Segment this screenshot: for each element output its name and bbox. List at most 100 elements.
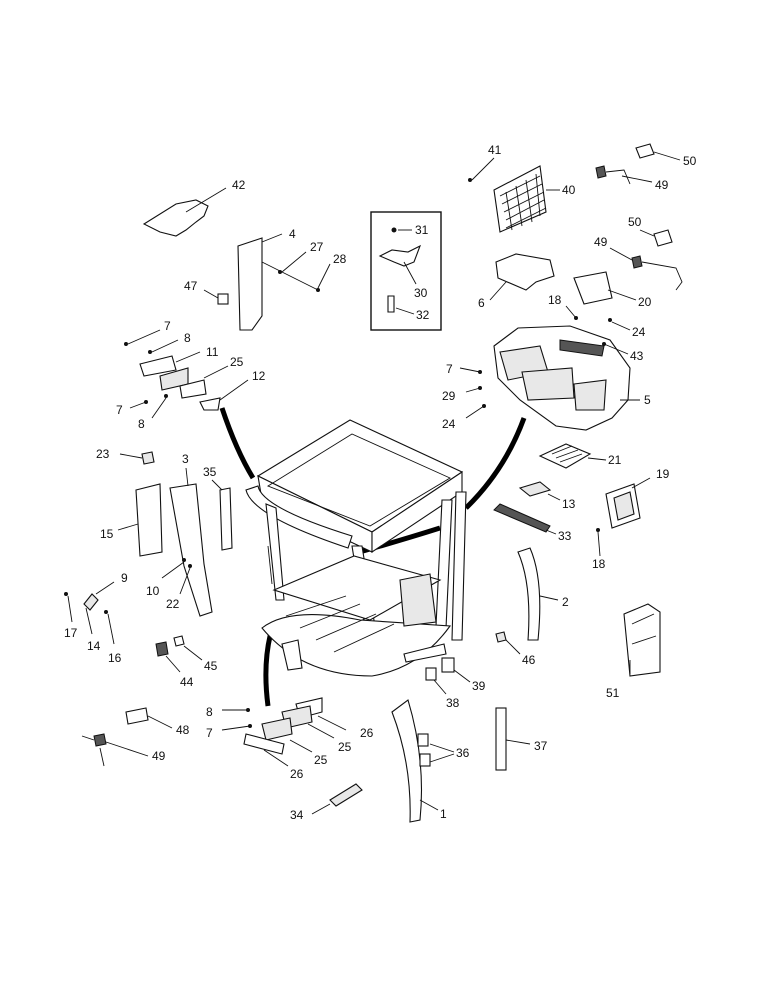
part-21-mat xyxy=(538,443,607,469)
callout-41: 41 xyxy=(488,143,502,157)
callout-4: 4 xyxy=(289,227,296,241)
part-23-clip xyxy=(119,451,155,465)
callout-13: 13 xyxy=(562,497,576,511)
callout-28: 28 xyxy=(333,252,347,266)
callout-20: 20 xyxy=(638,295,652,309)
callout-7-console: 7 xyxy=(446,362,453,376)
callout-23: 23 xyxy=(96,447,110,461)
callout-32: 32 xyxy=(416,308,430,322)
part-49-lower-lamp xyxy=(81,733,149,767)
callout-16: 16 xyxy=(108,651,122,665)
part-36-labels xyxy=(417,733,455,767)
callout-8-lower: 8 xyxy=(206,705,213,719)
part-2-right-trim xyxy=(517,547,559,641)
callout-14: 14 xyxy=(87,639,101,653)
callout-40: 40 xyxy=(562,183,576,197)
callout-25-upper: 25 xyxy=(230,355,244,369)
part-48-lamp xyxy=(125,707,173,729)
detail-box-bracket xyxy=(370,211,442,331)
part-37-strip xyxy=(495,707,531,771)
callout-38: 38 xyxy=(446,696,460,710)
part-20-tray xyxy=(573,271,637,305)
part-39-label xyxy=(441,657,471,683)
callout-46: 46 xyxy=(522,653,536,667)
part-33-seal-strip xyxy=(493,503,557,535)
part-6-cover xyxy=(489,253,555,301)
callout-8-left: 8 xyxy=(138,417,145,431)
callout-26-lower: 26 xyxy=(290,767,304,781)
part-44-connector xyxy=(155,641,181,673)
callout-18-upper: 18 xyxy=(548,293,562,307)
callout-7-lower: 7 xyxy=(206,726,213,740)
part-5-console xyxy=(459,305,640,431)
part-46-clip xyxy=(495,631,521,655)
callout-7-upper: 7 xyxy=(164,319,171,333)
part-40-grille xyxy=(468,157,560,233)
callout-39: 39 xyxy=(472,679,486,693)
callout-15: 15 xyxy=(100,527,114,541)
callout-48: 48 xyxy=(176,723,190,737)
part-34-plate xyxy=(311,783,363,815)
part-51-plate xyxy=(623,603,661,677)
callout-11: 11 xyxy=(206,345,219,359)
callout-2: 2 xyxy=(562,595,569,609)
callout-30: 30 xyxy=(414,286,428,300)
part-4-pillar-trim xyxy=(237,233,331,331)
callout-33: 33 xyxy=(558,529,572,543)
part-9-latch xyxy=(64,581,115,645)
callout-37: 37 xyxy=(534,739,548,753)
callout-51: 51 xyxy=(606,686,620,700)
callout-5: 5 xyxy=(644,393,651,407)
callout-49-top: 49 xyxy=(655,178,669,192)
callout-21: 21 xyxy=(608,453,622,467)
part-42-cover-panel xyxy=(142,187,227,237)
callout-22: 22 xyxy=(166,597,180,611)
callout-36: 36 xyxy=(456,746,470,760)
callout-35: 35 xyxy=(203,465,217,479)
callout-1: 1 xyxy=(440,807,447,821)
callout-47: 47 xyxy=(184,279,198,293)
callout-43: 43 xyxy=(630,349,644,363)
callout-24-right: 24 xyxy=(632,325,646,339)
part-19-bracket xyxy=(596,477,651,557)
callout-49-mid: 49 xyxy=(594,235,608,249)
callout-17: 17 xyxy=(64,626,78,640)
cab-frame xyxy=(245,419,467,677)
part-45-pin xyxy=(173,635,203,661)
callout-10: 10 xyxy=(146,584,160,598)
lower-left-clip-group xyxy=(221,697,347,767)
part-16-screw xyxy=(104,610,108,614)
part-47-nut xyxy=(203,289,229,305)
callout-27: 27 xyxy=(310,240,324,254)
part-1-pillar xyxy=(391,699,439,823)
callout-50-mid: 50 xyxy=(628,215,642,229)
callout-3: 3 xyxy=(182,452,189,466)
left-upper-clip-group xyxy=(124,329,249,419)
callout-19: 19 xyxy=(656,467,670,481)
callout-45: 45 xyxy=(204,659,218,673)
callout-31: 31 xyxy=(415,223,429,237)
callout-6: 6 xyxy=(478,296,485,310)
part-15-bracket xyxy=(117,483,163,557)
part-10-screw xyxy=(182,558,186,562)
callout-8-upper: 8 xyxy=(184,331,191,345)
part-17-screw xyxy=(64,592,68,596)
callout-34: 34 xyxy=(290,808,304,822)
callout-49-lower: 49 xyxy=(152,749,166,763)
callout-9: 9 xyxy=(121,571,128,585)
callout-12: 12 xyxy=(252,369,266,383)
callout-26-right: 26 xyxy=(360,726,374,740)
callout-44: 44 xyxy=(180,675,194,689)
part-50-49-lamps xyxy=(595,143,683,291)
callout-7-left: 7 xyxy=(116,403,123,417)
callout-labels: 42 4 27 28 47 7 8 11 25 12 7 8 31 30 32 … xyxy=(64,143,697,822)
callout-25-lower-right: 25 xyxy=(338,740,352,754)
callout-24-left: 24 xyxy=(442,417,456,431)
callout-18-lower: 18 xyxy=(592,557,606,571)
callout-50-top: 50 xyxy=(683,154,697,168)
callout-25-lower: 25 xyxy=(314,753,328,767)
part-3-pillar xyxy=(161,467,213,617)
part-13-switch-plate xyxy=(518,481,561,501)
callout-29: 29 xyxy=(442,389,456,403)
